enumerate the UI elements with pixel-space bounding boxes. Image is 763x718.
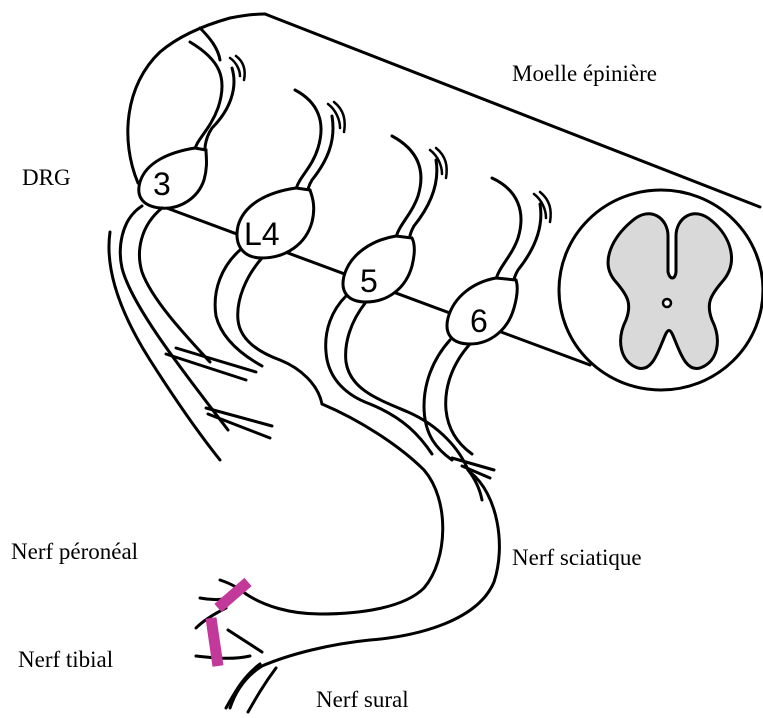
drg-label: DRG bbox=[22, 166, 71, 189]
sciatic-nerve bbox=[230, 404, 499, 708]
gray-matter bbox=[608, 214, 731, 369]
distal-branches bbox=[196, 580, 276, 712]
tibial-nerve-label: Nerf tibial bbox=[18, 648, 113, 671]
peroneal-nerve-label: Nerf péronéal bbox=[11, 540, 138, 563]
tibial-cut-mark bbox=[211, 618, 218, 666]
ganglion-3 bbox=[139, 148, 207, 208]
segment-labels: 3 L4 5 6 bbox=[153, 166, 488, 339]
segment-6-label: 6 bbox=[470, 303, 488, 339]
cut-marks bbox=[211, 582, 248, 666]
spinal-cord-label: Moelle épinière bbox=[512, 62, 657, 85]
segment-5-label: 5 bbox=[360, 263, 378, 299]
segment-L4-label: L4 bbox=[244, 216, 280, 252]
sural-nerve-label: Nerf sural bbox=[316, 688, 409, 711]
ganglia bbox=[139, 148, 517, 344]
segment-3-label: 3 bbox=[153, 166, 171, 202]
central-canal bbox=[663, 299, 671, 307]
spinal-cord-cross-section bbox=[559, 190, 763, 390]
sciatic-nerve-label: Nerf sciatique bbox=[512, 546, 642, 569]
ganglion-5 bbox=[343, 236, 414, 302]
